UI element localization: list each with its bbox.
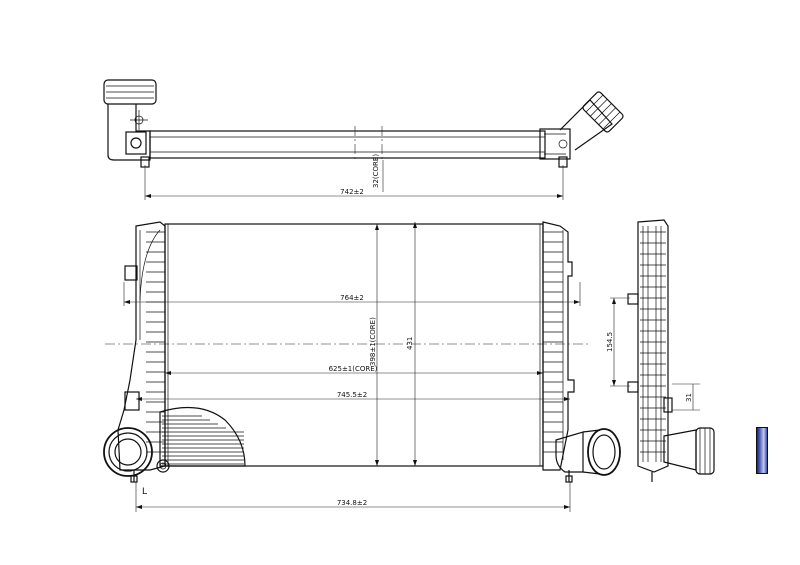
dim-core-height: 398±1(CORE) bbox=[369, 317, 377, 366]
dim-top-core: 32(CORE) bbox=[372, 154, 380, 188]
right-tank-fins bbox=[543, 231, 563, 453]
side-view: 154.5 31 bbox=[606, 219, 715, 482]
color-marker bbox=[756, 427, 768, 474]
dim-top-overall: 742±2 bbox=[340, 188, 364, 196]
dim-764: 764±2 bbox=[340, 294, 364, 302]
bottom-right-outlet bbox=[555, 428, 621, 483]
dim-431: 431 bbox=[406, 337, 414, 350]
right-tank bbox=[542, 221, 575, 471]
bottom-left-outlet bbox=[103, 427, 170, 483]
top-left-inlet bbox=[103, 79, 157, 168]
dim-side-31: 31 bbox=[685, 393, 693, 402]
dim-bottom-overall: 734.8±2 bbox=[337, 499, 367, 507]
left-tank-fins bbox=[146, 231, 165, 453]
dim-side-154: 154.5 bbox=[606, 332, 614, 352]
dim-745: 745.5±2 bbox=[337, 391, 367, 399]
top-right-outlet bbox=[539, 91, 624, 168]
bottom-left-bulge bbox=[159, 406, 246, 467]
front-view: 764±2 625±1(CORE) 745.5±2 398±1(CORE) 43… bbox=[103, 221, 621, 512]
left-tank bbox=[117, 221, 166, 471]
top-view: 742±2 32(CORE) bbox=[103, 79, 624, 200]
dim-core-width: 625±1(CORE) bbox=[329, 365, 378, 373]
mark-l: L bbox=[142, 487, 147, 497]
